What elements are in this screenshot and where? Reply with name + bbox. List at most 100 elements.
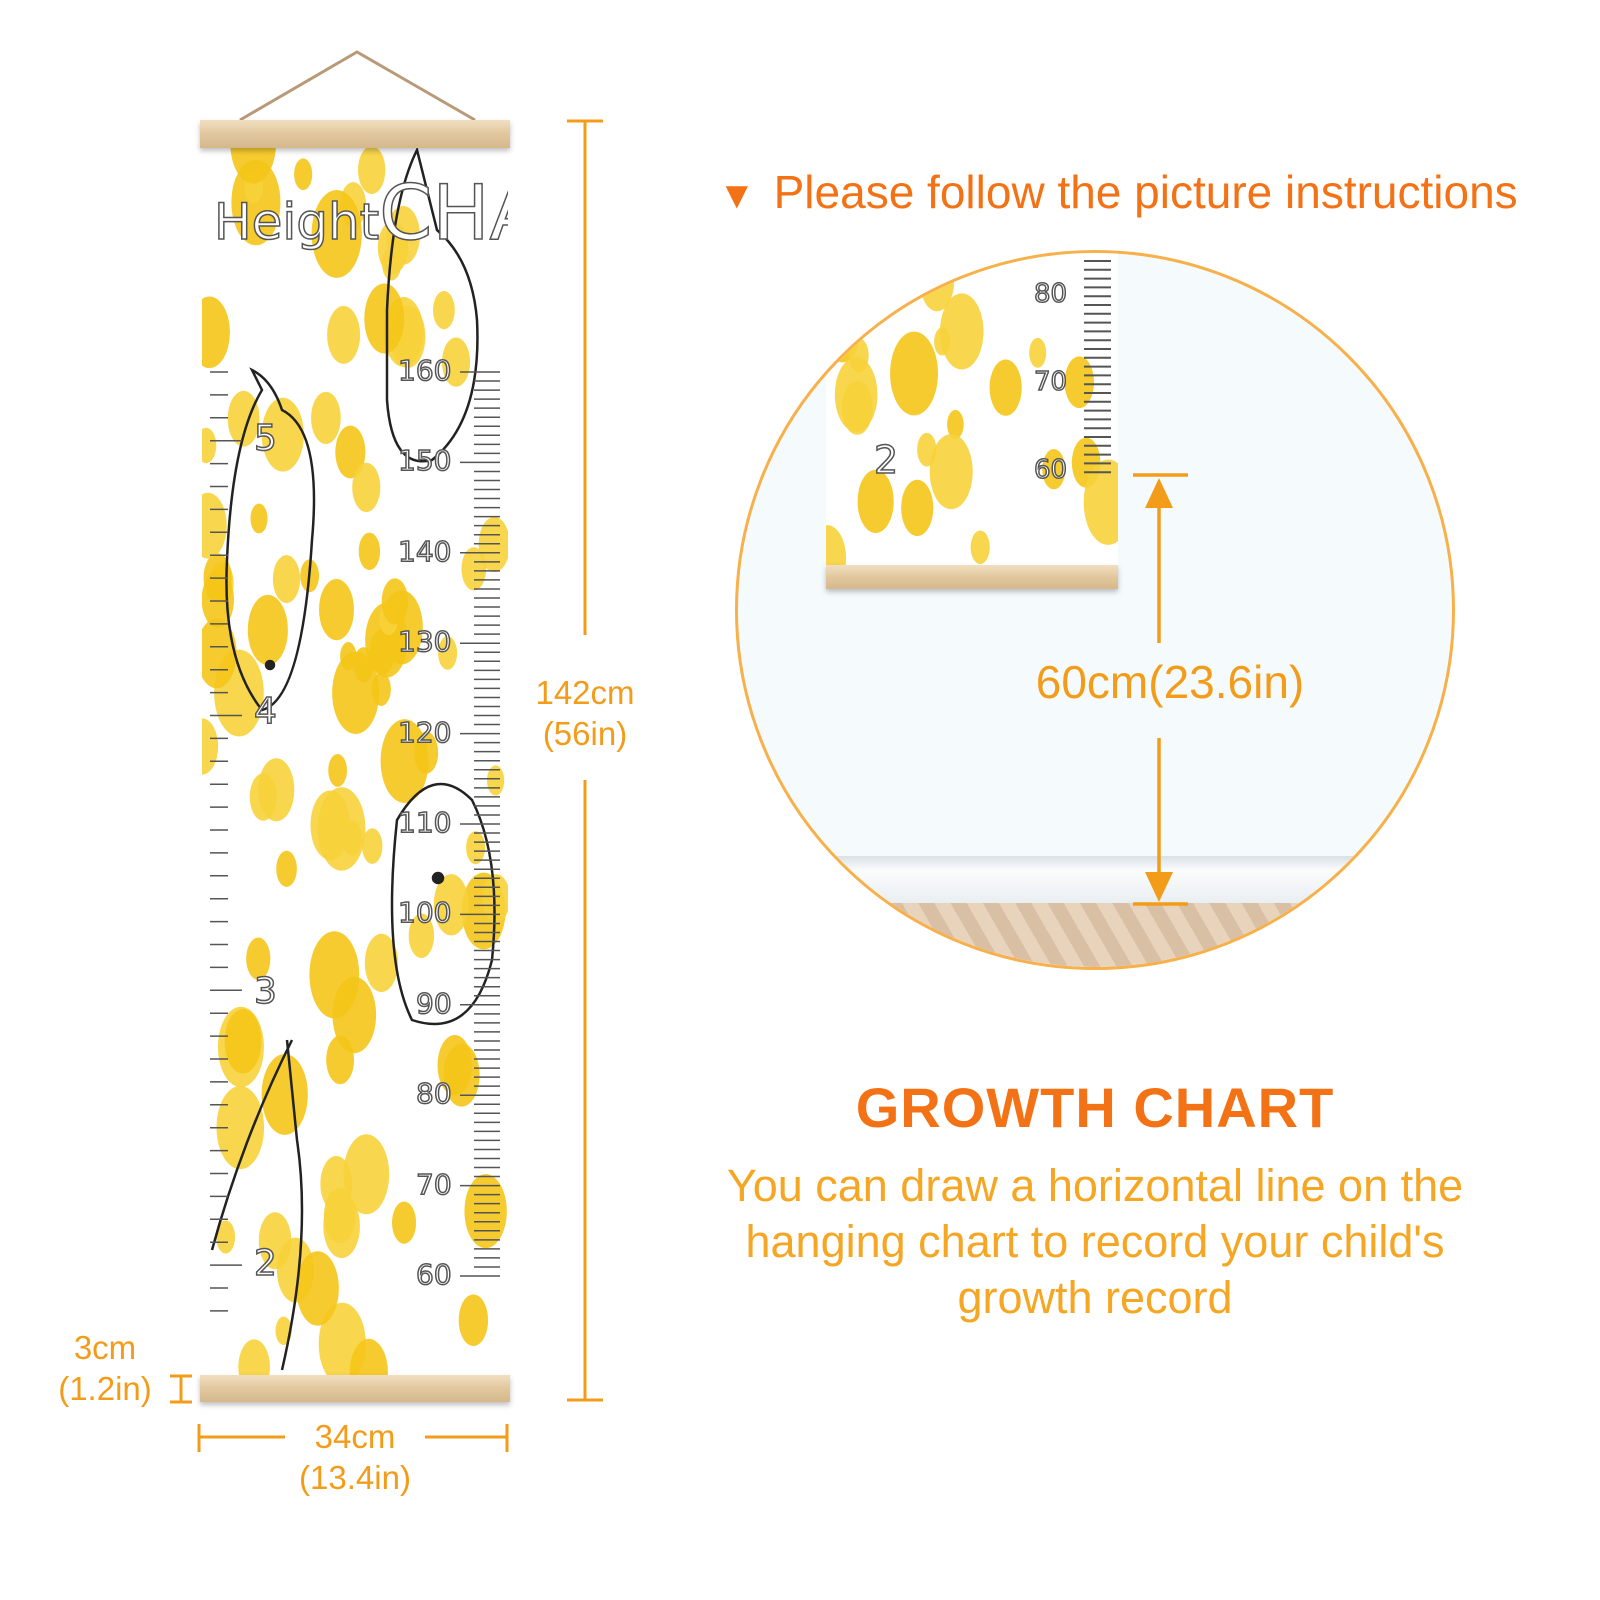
cm-label: 110 [397, 805, 452, 840]
chart-title-chart: CHART [379, 167, 508, 258]
yellow-spot [929, 434, 973, 510]
yellow-spot [332, 651, 380, 734]
growth-chart-title: GROWTH CHART [855, 1076, 1335, 1139]
yellow-spot [296, 1251, 339, 1326]
height-dimension-label: 142cm (56in) [520, 672, 650, 754]
inset-cm-label: 80 [1033, 278, 1068, 310]
chart-title-height: Height [213, 192, 380, 252]
yellow-spot [857, 469, 894, 533]
yellow-spot [261, 397, 304, 472]
yellow-spot [441, 337, 471, 387]
width-in: (13.4in) [299, 1459, 411, 1496]
triangle-down-icon: ▼ [718, 175, 756, 217]
yellow-spot [357, 146, 386, 194]
bar-in: (1.2in) [58, 1370, 152, 1407]
yellow-spot [917, 432, 937, 467]
yellow-spot [392, 1201, 417, 1244]
bar-thickness-marker [170, 1374, 192, 1404]
cm-label: 60 [415, 1257, 452, 1292]
yellow-spot [826, 525, 847, 565]
yellow-spot [352, 462, 381, 513]
cm-label: 140 [397, 534, 452, 569]
cm-label: 100 [397, 896, 452, 931]
yellow-spot [349, 1338, 388, 1385]
yellow-spot [1042, 449, 1066, 490]
yellow-spot [438, 636, 458, 670]
yellow-spot [1029, 337, 1047, 368]
yellow-spot [272, 555, 301, 603]
yellow-spot [1064, 356, 1095, 409]
cm-label: 160 [397, 353, 452, 388]
yellow-spot [364, 933, 399, 992]
chart-title: HeightCHART [213, 167, 508, 258]
measure-arrow [1133, 473, 1188, 906]
yellow-spot [466, 831, 486, 865]
yellow-spot [343, 1134, 390, 1215]
yellow-spot [250, 503, 268, 534]
yellow-spot [323, 1187, 356, 1244]
cm-label: 150 [397, 444, 452, 479]
yellow-spot [939, 293, 984, 370]
yellow-spot [362, 828, 383, 864]
yellow-spot [247, 594, 288, 666]
yellow-spot [216, 1220, 236, 1254]
bar-cm: 3cm [73, 1329, 137, 1366]
yellow-spot [202, 427, 217, 464]
ft-label: 3 [253, 970, 277, 1013]
cm-label: 70 [415, 1167, 452, 1202]
bottom-wood-hanger [200, 1375, 510, 1402]
yellow-spot [989, 359, 1022, 416]
yellow-spot [919, 253, 955, 312]
height-in: (56in) [542, 715, 628, 752]
height-dimension-line [567, 119, 603, 1402]
yellow-spot [1083, 459, 1118, 545]
yellow-spot [364, 283, 405, 354]
growth-chart-description: You can draw a horizontal line on the ha… [726, 1160, 1464, 1323]
yellow-spot [335, 425, 366, 479]
cm-label: 120 [397, 715, 452, 750]
inset-ft-label: 2 [873, 437, 899, 483]
yellow-spot [478, 517, 508, 573]
yellow-spot [443, 1043, 480, 1107]
yellow-spot [839, 279, 861, 317]
yellow-spot [227, 390, 260, 447]
yellow-spot [381, 578, 409, 625]
ft-label: 2 [253, 1242, 277, 1285]
bar-thickness-label: 3cm (1.2in) [40, 1327, 170, 1409]
height-chart-poster: HeightCHART 1601501401301201101009080706… [202, 140, 508, 1385]
cat-illustrations [210, 146, 496, 1371]
yellow-spot [947, 409, 964, 439]
cm-label: 130 [397, 624, 452, 659]
yellow-spot [230, 140, 276, 184]
yellow-spot [276, 850, 297, 887]
yellow-spot [327, 306, 361, 364]
yellow-spots-pattern [202, 140, 508, 1385]
inset-wood-hanger [826, 565, 1118, 589]
yellow-spot [318, 578, 355, 641]
width-dimension-label: 34cm (13.4in) [280, 1416, 430, 1498]
yellow-spot [216, 1085, 265, 1170]
yellow-spot [238, 1339, 270, 1385]
ft-label: 4 [253, 690, 277, 733]
yellow-spot [328, 754, 348, 787]
yellow-spot [834, 357, 878, 432]
yellow-spot [433, 291, 455, 330]
yellow-spot [408, 913, 435, 959]
yellow-spot [258, 758, 295, 822]
ft-label: 5 [253, 417, 277, 460]
yellow-spot [433, 874, 469, 936]
yellow-spot [311, 391, 341, 444]
baseboard [738, 856, 1452, 904]
yellow-spot [358, 532, 381, 571]
cm-label: 80 [415, 1076, 452, 1111]
width-dimension-line [197, 1424, 509, 1452]
yellow-spot [890, 331, 938, 416]
yellow-spot [382, 247, 402, 281]
yellow-spot [317, 787, 366, 871]
yellow-spot [261, 1054, 308, 1135]
inset-cm-label: 70 [1033, 366, 1068, 398]
yellow-spot [934, 327, 951, 356]
inset-chart-pattern [826, 253, 1118, 565]
wood-floor [738, 903, 1452, 967]
